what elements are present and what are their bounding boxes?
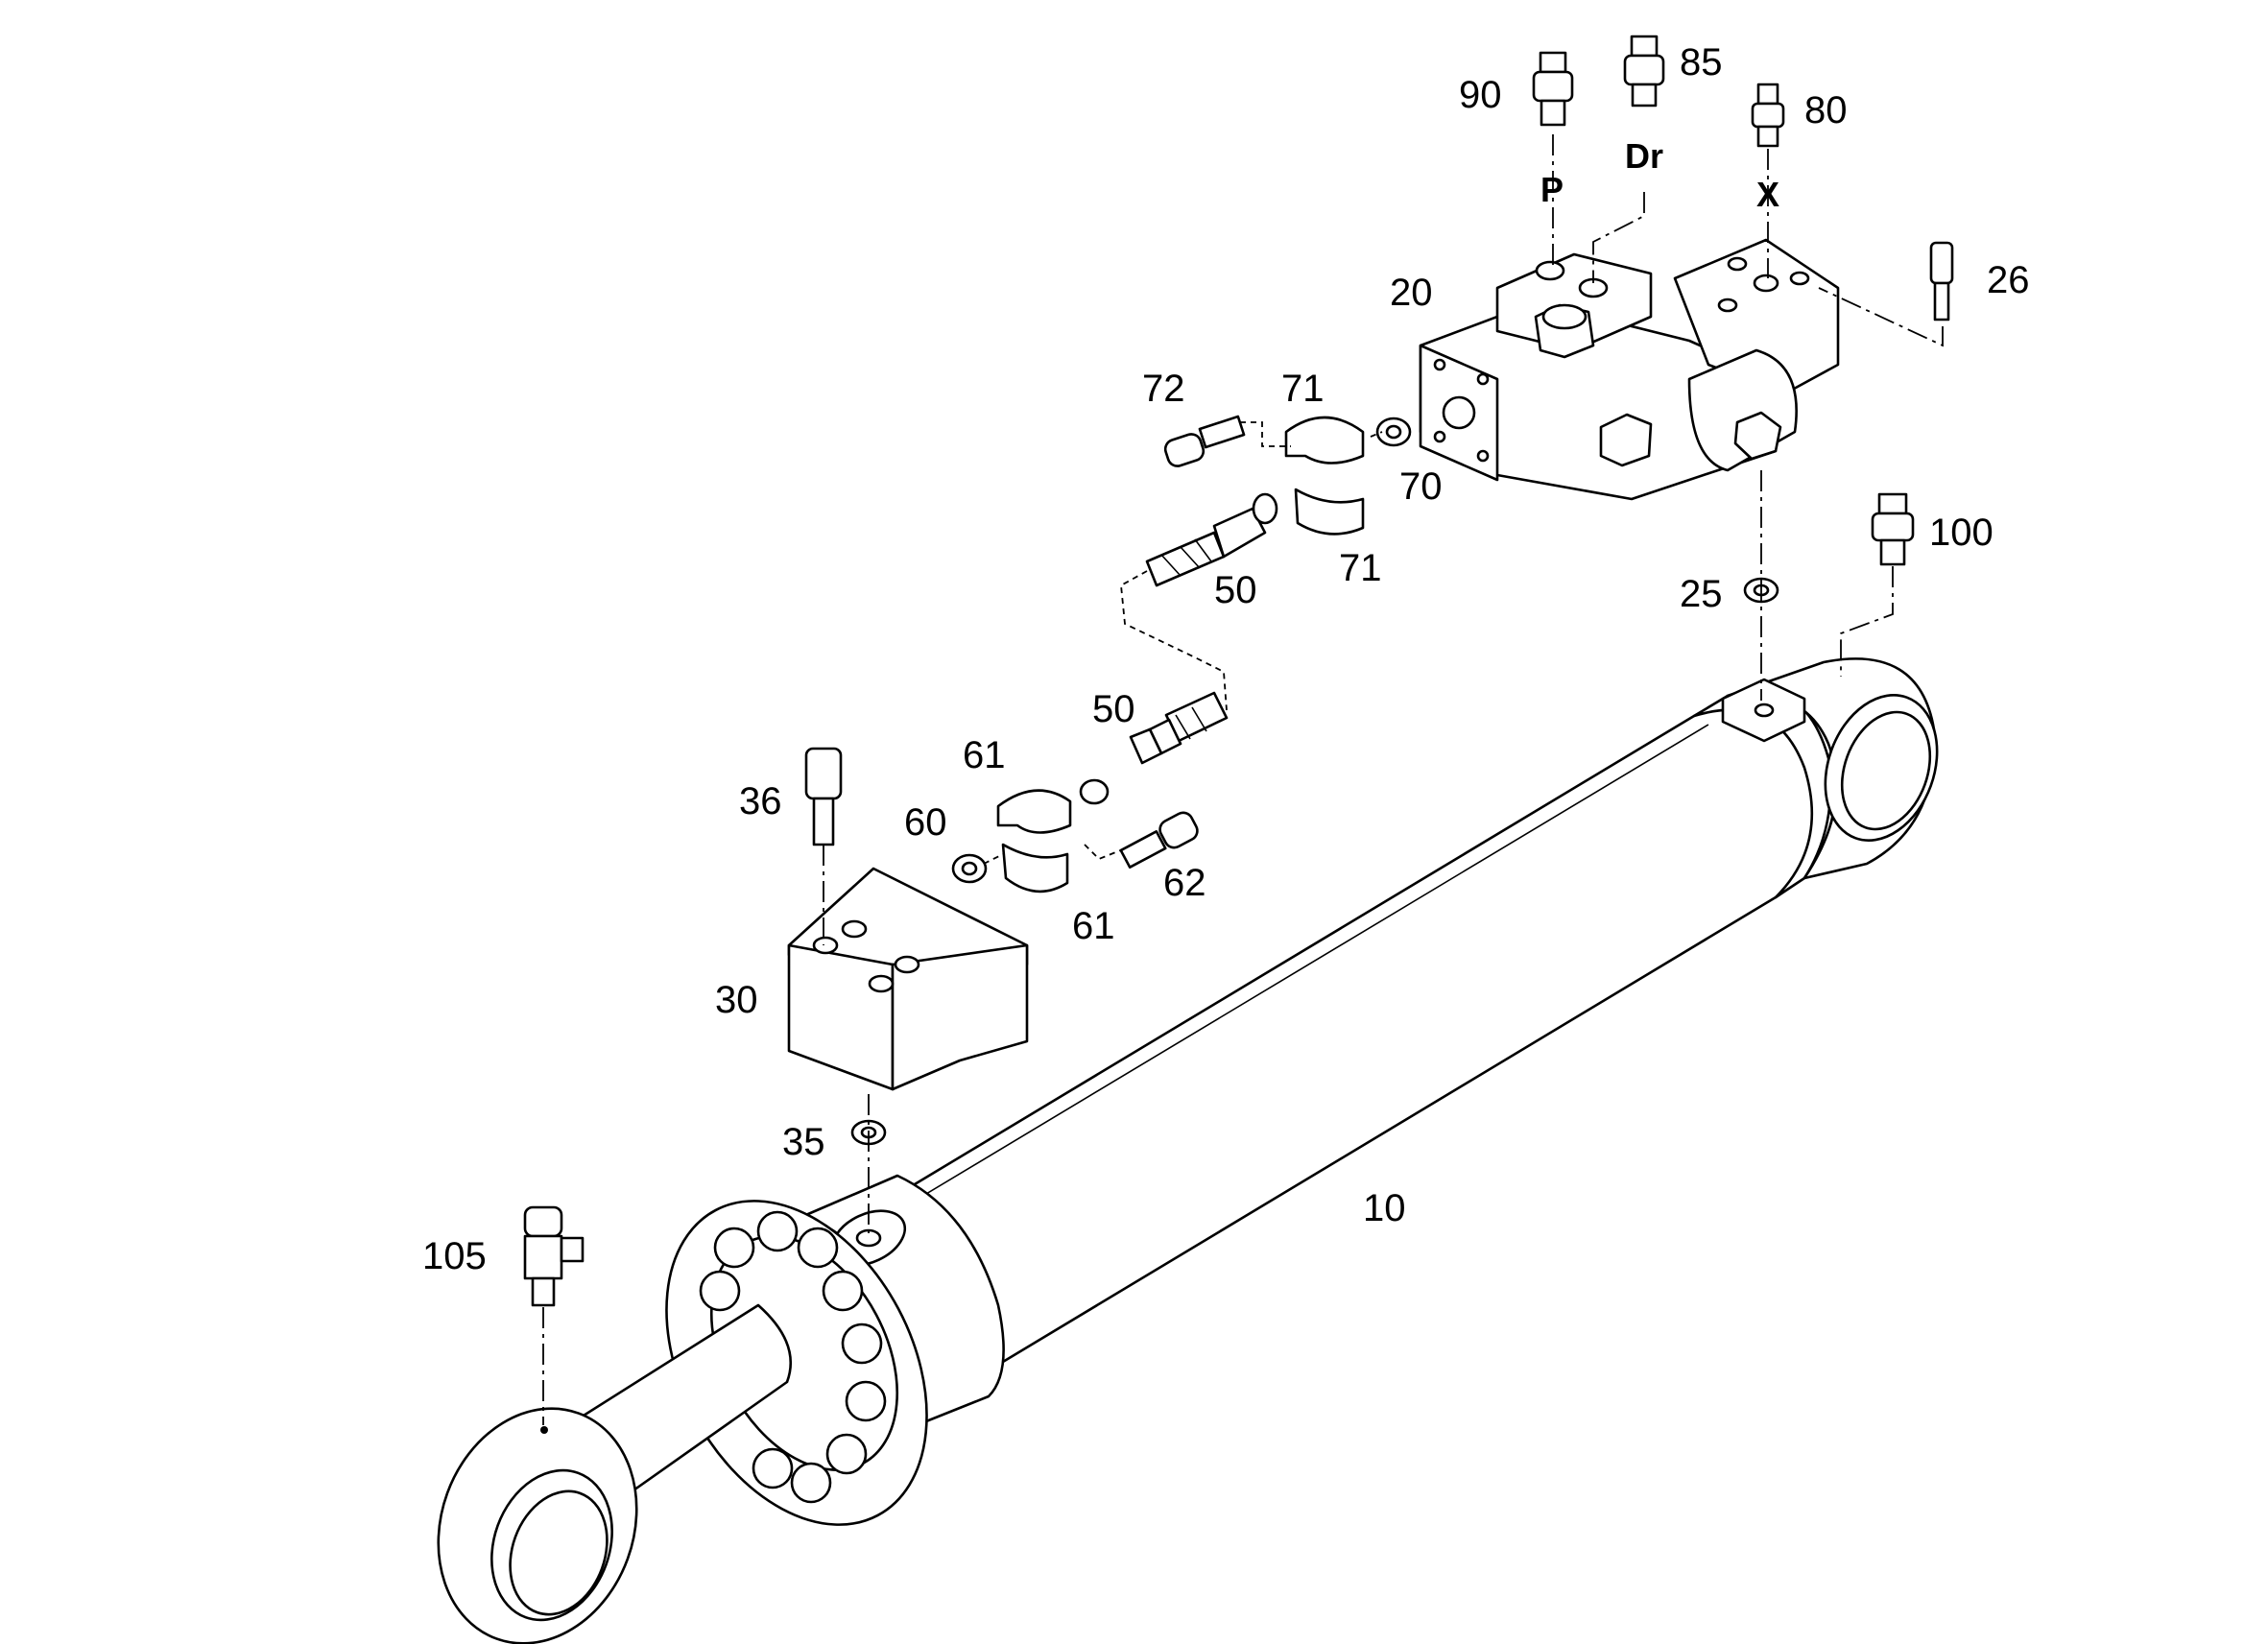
flange-clamp-61-top (996, 789, 1072, 834)
callout-61-upper: 61 (963, 734, 1006, 776)
mounting-block-30 (787, 867, 1029, 1091)
rear-eye-bore (1840, 710, 1932, 831)
callout-100: 100 (1929, 512, 1993, 554)
flange-clamp-71-top (1284, 416, 1365, 465)
bolt (752, 1447, 794, 1489)
flange-hole (1476, 449, 1490, 463)
callout-72: 72 (1142, 368, 1185, 410)
port-label-dr: Dr (1625, 136, 1663, 176)
screw-62 (1119, 811, 1199, 869)
callout-70: 70 (1399, 465, 1443, 508)
bolt (797, 1227, 839, 1269)
callout-80: 80 (1804, 89, 1848, 131)
leader-lines (542, 134, 1944, 1425)
flange-bolts (699, 1210, 887, 1504)
flange-clamp-61-bottom (1001, 843, 1069, 893)
callout-90: 90 (1459, 74, 1502, 116)
port-label-x: X (1756, 175, 1779, 214)
bolt (841, 1322, 883, 1365)
callout-105: 105 (422, 1235, 487, 1277)
rod-eye-bore (509, 1489, 609, 1616)
fitting-90 (1532, 51, 1574, 127)
piston-rod (574, 1303, 792, 1499)
port-labels: P Dr X (1540, 136, 1779, 214)
rear-mount-port (1754, 703, 1775, 718)
screw-72 (1163, 415, 1246, 467)
port-p (1535, 260, 1565, 281)
valve-cartridge-nut (1733, 411, 1782, 461)
screw-26 (1929, 241, 1954, 322)
bolt (790, 1462, 832, 1504)
fitting-85 (1623, 35, 1665, 107)
o-ring-lower (1079, 778, 1110, 805)
callout-50-lower: 50 (1092, 688, 1135, 730)
bolt (822, 1270, 864, 1312)
fitting-80 (1751, 83, 1785, 148)
callout-labels: 10 20 25 26 30 35 36 50 50 60 61 61 62 7… (422, 41, 2030, 1277)
callout-85: 85 (1680, 41, 1723, 83)
block-side (891, 943, 1029, 1091)
flange-hole (1476, 372, 1490, 386)
block-front (787, 943, 895, 1091)
callout-35: 35 (782, 1121, 825, 1163)
port-x (1753, 274, 1779, 293)
callout-71-upper: 71 (1281, 368, 1325, 410)
hose-fitting-50-lower (1079, 691, 1229, 805)
o-ring-70 (1375, 417, 1412, 447)
valve-side-plug (1599, 413, 1653, 467)
valve-block-20 (1419, 238, 1840, 501)
block-hole (894, 955, 920, 974)
fitting-100 (1871, 492, 1915, 566)
callout-36: 36 (739, 780, 782, 822)
callout-60: 60 (904, 801, 947, 844)
callout-26: 26 (1987, 259, 2030, 301)
valve-hole (1717, 298, 1738, 313)
callout-50-upper: 50 (1214, 569, 1257, 611)
block-hole (841, 919, 868, 939)
rod-eye-grease-point (540, 1426, 548, 1434)
flange-hole (1433, 358, 1446, 371)
flange-hole (1433, 430, 1446, 443)
barrel-highlight (896, 724, 1709, 1212)
bolt (825, 1433, 868, 1475)
port-label-p: P (1540, 170, 1564, 209)
callout-20: 20 (1390, 272, 1433, 314)
breather-105 (523, 1205, 585, 1307)
bolt (845, 1380, 887, 1422)
block-hole (812, 936, 839, 955)
o-ring-60 (951, 853, 988, 884)
rod-eye-bore-outer (490, 1468, 613, 1622)
hydraulic-cylinder-10 (437, 657, 1939, 1644)
valve-plug-top (1541, 303, 1588, 330)
valve-hole (1789, 271, 1810, 286)
callout-71-lower: 71 (1339, 547, 1382, 589)
callout-61-lower: 61 (1072, 905, 1115, 947)
callout-30: 30 (715, 979, 758, 1021)
valve-body-top (1495, 252, 1653, 352)
callout-62: 62 (1163, 862, 1206, 904)
o-ring-60-hole (961, 861, 978, 876)
bolt (699, 1270, 741, 1312)
flange-bore (1442, 395, 1476, 430)
callout-10: 10 (1363, 1187, 1406, 1229)
bolt (713, 1227, 755, 1269)
flange-clamp-71-bottom (1294, 488, 1365, 536)
valve-hole (1727, 256, 1748, 272)
bolt (756, 1210, 799, 1252)
hose-fitting-50-upper (1145, 492, 1278, 587)
block-hole (868, 974, 895, 993)
o-ring-70-hole (1385, 424, 1402, 440)
screw-36 (804, 747, 843, 846)
callout-25: 25 (1680, 573, 1723, 615)
